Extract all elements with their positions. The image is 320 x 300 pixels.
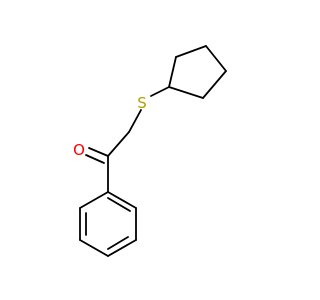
background [0,0,300,300]
bond-benzene-3 [79,239,109,257]
bond-ring-c1-c2 [168,56,177,88]
bond-sulfur-methylene [128,109,142,133]
bonds [79,45,227,257]
bond-benzene-4 [107,239,137,257]
bond-benzene-inner-2 [107,236,129,250]
bond-carbonyl-oxygen-a [88,147,109,157]
molecule-structure: S O [0,0,300,300]
bond-benzene-1 [79,191,109,209]
bond-ring-c3-c4 [205,45,227,72]
bond-carbonyl-oxygen-b [85,154,105,164]
bond-benzene-6 [107,191,137,209]
bond-methylene-carbonyl [107,131,130,157]
oxygen-atom-label: O [73,141,85,159]
bond-ring-c4-c5 [202,70,227,99]
bond-ring-c5-c1 [168,86,204,99]
bond-ring-sulfur [150,86,170,97]
sulfur-atom-label: S [137,94,147,112]
bond-ring-c2-c3 [175,45,207,58]
bond-benzene-inner-3 [107,197,131,212]
